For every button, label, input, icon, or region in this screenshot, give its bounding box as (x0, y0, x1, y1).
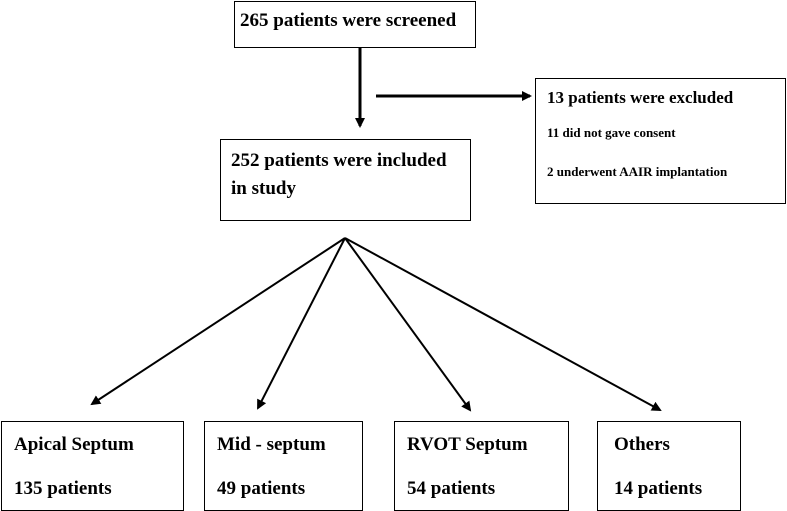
group-count-others: 14 patients (614, 478, 703, 499)
group-count-mid-septum: 49 patients (217, 478, 306, 499)
group-box-mid-septum: Mid - septum 49 patients (204, 421, 363, 511)
excluded-reason-2: 2 underwent AAIR implantation (547, 164, 728, 179)
group-count-apical-septum: 135 patients (14, 478, 112, 499)
screened-label: 265 patients were screened (240, 10, 457, 31)
group-box-rvot-septum: RVOT Septum 54 patients (394, 421, 569, 511)
arrow-to-rvot-septum (344, 237, 472, 412)
arrow-to-apical-septum (90, 237, 346, 406)
excluded-title: 13 patients were excluded (547, 88, 734, 107)
group-name-apical-septum: Apical Septum (14, 434, 134, 455)
group-name-mid-septum: Mid - septum (217, 434, 326, 455)
included-line-2: in study (231, 178, 296, 199)
included-box: 252 patients were included in study (220, 139, 471, 221)
group-count-rvot-septum: 54 patients (407, 478, 496, 499)
included-line-1: 252 patients were included (231, 150, 447, 171)
group-name-others: Others (614, 434, 670, 455)
excluded-reason-1: 11 did not gave consent (547, 125, 676, 140)
group-box-others: Others 14 patients (597, 421, 741, 511)
arrow-to-others (344, 237, 662, 411)
arrow-to-mid-septum (257, 237, 346, 410)
excluded-box: 13 patients were excluded 11 did not gav… (535, 78, 786, 204)
screened-box: 265 patients were screened (234, 1, 476, 48)
group-name-rvot-septum: RVOT Septum (407, 434, 528, 455)
group-box-apical-septum: Apical Septum 135 patients (1, 421, 184, 511)
